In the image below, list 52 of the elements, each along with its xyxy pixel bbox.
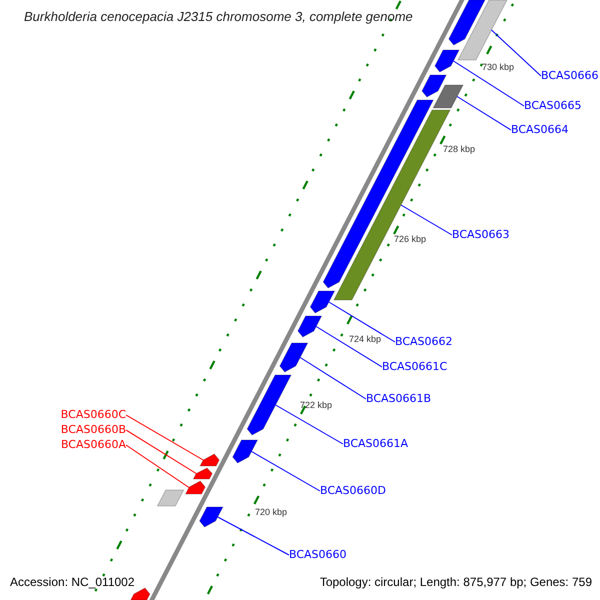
- leader-line: [251, 451, 320, 492]
- gene-label: BCAS0661C: [382, 360, 448, 374]
- leader-line: [400, 204, 452, 236]
- gene-label: BCAS0660: [289, 548, 347, 562]
- gene-label: BCAS0660A: [60, 438, 126, 452]
- scale-label: 724 kbp: [349, 333, 382, 345]
- leader-line: [328, 302, 396, 342]
- gene-block: [130, 588, 150, 600]
- gene-label: BCAS0666: [541, 69, 599, 83]
- leader-line: [275, 404, 344, 444]
- gene-label: BCAS0660C: [60, 408, 126, 422]
- leader-line: [300, 357, 366, 400]
- genome-summary-text: Topology: circular; Length: 875,977 bp; Genes: 759: [320, 574, 592, 590]
- gene-block: [434, 50, 460, 72]
- gene-block: [279, 342, 308, 372]
- gene-block: [310, 290, 336, 314]
- gene-block: [246, 374, 292, 436]
- gene-bar: [457, 0, 508, 60]
- gene-block: [322, 100, 434, 288]
- leader-line: [126, 444, 190, 488]
- accession-text: Accession: NC_011002: [10, 574, 135, 590]
- gene-block: [199, 454, 220, 466]
- gene-label: BCAS0660B: [60, 423, 126, 437]
- leader-line: [217, 516, 290, 556]
- leader-line: [126, 430, 197, 474]
- gene-block: [422, 74, 447, 98]
- gene-bar: [156, 490, 184, 506]
- diagram-title: Burkholderia cenocepacia J2315 chromosome 3, complete genome: [24, 10, 413, 24]
- gene-label: BCAS0663: [452, 228, 510, 242]
- gene-bar: [432, 84, 464, 108]
- leader-line: [456, 96, 512, 130]
- gene-block: [448, 0, 486, 46]
- gene-block: [199, 506, 224, 528]
- leader-line: [126, 414, 204, 460]
- scale-label: 720 kbp: [255, 506, 288, 518]
- scale-label: 722 kbp: [300, 399, 332, 411]
- gene-label: BCAS0661B: [366, 392, 432, 406]
- gene-label: BCAS0661A: [343, 437, 408, 451]
- leader-line: [452, 60, 524, 106]
- gene-label: BCAS0660D: [320, 484, 386, 498]
- leader-line: [491, 30, 542, 76]
- scale-label: 730 kbp: [482, 61, 514, 73]
- gene-label: BCAS0665: [524, 99, 582, 113]
- scale-label: 726 kbp: [394, 233, 426, 245]
- scale-label: 728 kbp: [443, 143, 476, 155]
- gene-block: [192, 468, 213, 480]
- gene-block: [232, 440, 258, 464]
- gene-block: [297, 316, 322, 338]
- gene-label: BCAS0664: [511, 123, 569, 137]
- gene-label: BCAS0662: [395, 335, 453, 349]
- leader-line: [316, 326, 382, 368]
- gene-block: [184, 480, 206, 494]
